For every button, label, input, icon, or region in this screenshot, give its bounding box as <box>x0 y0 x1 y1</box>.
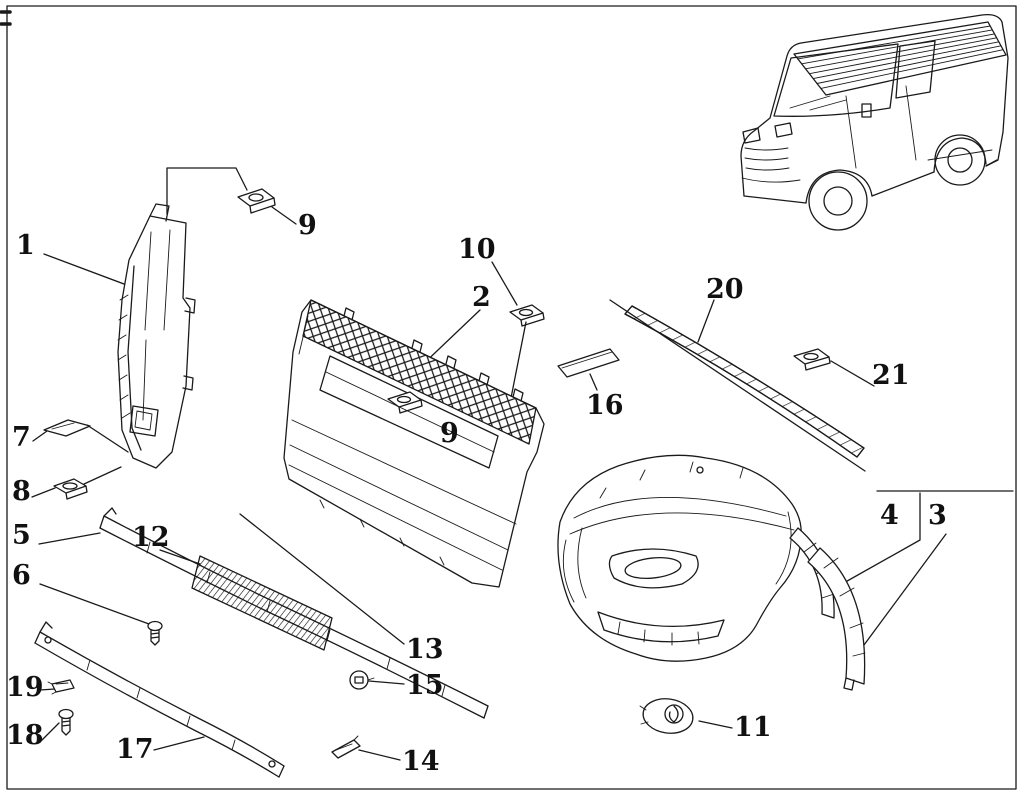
vehicle-thumbnail <box>740 14 1009 231</box>
callout-21: 21 <box>872 360 910 391</box>
part-11-art <box>639 698 694 734</box>
callout-5: 5 <box>12 520 31 551</box>
callout-14: 14 <box>402 746 440 777</box>
part-7-art <box>43 419 91 437</box>
callout-13: 13 <box>406 634 444 665</box>
callout-3: 3 <box>928 500 947 531</box>
bumper-cover-art <box>557 454 802 662</box>
part-21-clip-art <box>793 348 831 371</box>
callout-20: 20 <box>706 274 744 305</box>
callout-6: 6 <box>12 560 31 591</box>
callout-2: 2 <box>472 282 491 313</box>
part-9-clip-top-art <box>237 188 276 214</box>
part-2-art <box>283 299 545 588</box>
part-20-art <box>624 305 865 458</box>
callout-12: 12 <box>132 522 170 553</box>
part-16-art <box>557 348 620 378</box>
part-19-clip-art <box>47 679 75 695</box>
callout-1: 1 <box>16 230 35 261</box>
part-17-art <box>34 621 285 778</box>
part-14-art <box>331 735 361 759</box>
callout-9-top: 9 <box>298 210 317 241</box>
page-border <box>0 5 1017 790</box>
part-6-screw-art <box>147 620 163 646</box>
part-18-screw-art <box>58 708 74 736</box>
callout-18: 18 <box>6 720 44 751</box>
part-15-grommet-art <box>349 670 375 690</box>
callout-8: 8 <box>12 476 31 507</box>
callout-19: 19 <box>6 672 44 703</box>
callout-7: 7 <box>12 422 31 453</box>
callout-16: 16 <box>586 390 624 421</box>
callout-15: 15 <box>406 670 444 701</box>
part-9-clip-mid-art <box>387 391 423 414</box>
part-10-clip-art <box>509 304 545 327</box>
part-3-art <box>807 547 866 691</box>
part-12-art <box>191 555 333 651</box>
part-8-clip-art <box>53 478 88 500</box>
callout-9-mid: 9 <box>440 418 459 449</box>
callout-4: 4 <box>880 500 899 531</box>
callout-17: 17 <box>116 734 154 765</box>
callout-10: 10 <box>458 234 496 265</box>
callout-11: 11 <box>734 712 772 743</box>
part-1-art <box>117 203 196 469</box>
